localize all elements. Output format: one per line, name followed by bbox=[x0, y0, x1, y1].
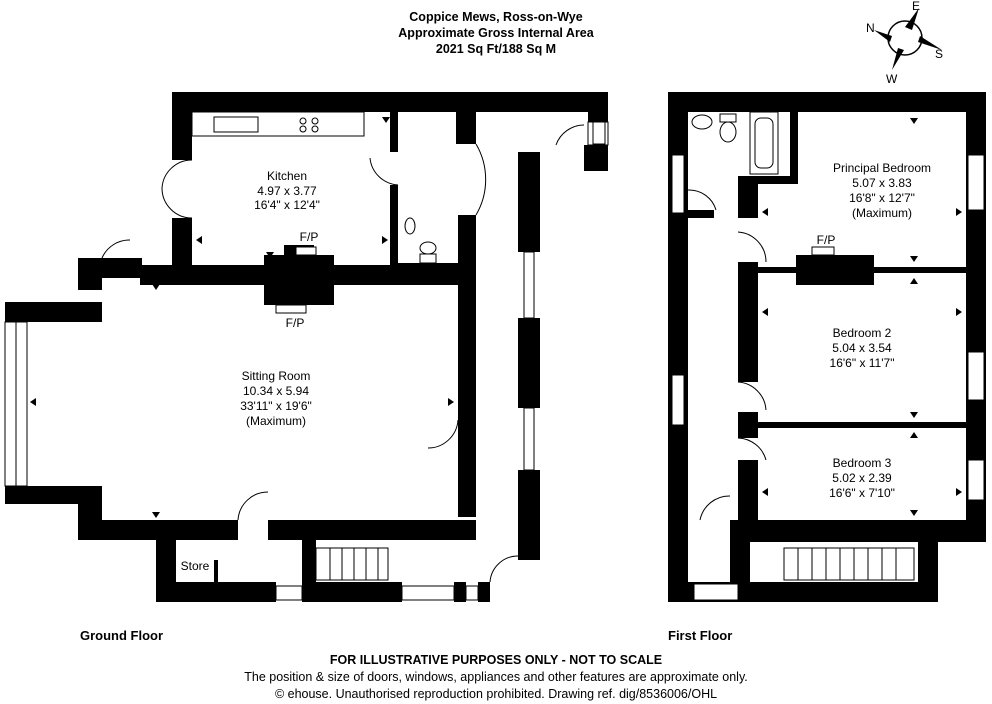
compass-e: E bbox=[912, 0, 920, 13]
fireplace-label-kitchen: F/P bbox=[300, 230, 319, 244]
principal-bedroom-metric: 5.07 x 3.83 bbox=[852, 176, 912, 190]
ground-floor-plan bbox=[5, 92, 608, 602]
title-area-caption: Approximate Gross Internal Area bbox=[398, 26, 594, 40]
store-label: Store bbox=[181, 559, 210, 573]
principal-bedroom-note: (Maximum) bbox=[852, 206, 912, 220]
bedroom-3-imperial: 16'6" x 7'10" bbox=[829, 486, 895, 500]
bedroom-3-name: Bedroom 3 bbox=[833, 456, 892, 470]
disclaimer-text: The position & size of doors, windows, a… bbox=[244, 670, 748, 684]
fireplace-label-first: F/P bbox=[817, 233, 836, 247]
sitting-room-imperial: 33'11" x 19'6" bbox=[240, 399, 312, 413]
sitting-room-name: Sitting Room bbox=[242, 369, 311, 383]
first-floor-labels: Principal Bedroom 5.07 x 3.83 16'8" x 12… bbox=[817, 161, 931, 500]
first-floor-windows bbox=[592, 121, 985, 601]
disclaimer-heading: FOR ILLUSTRATIVE PURPOSES ONLY - NOT TO … bbox=[329, 653, 663, 667]
bedroom-2-imperial: 16'6" x 11'7" bbox=[830, 356, 895, 370]
compass-n: N bbox=[866, 21, 875, 35]
compass-w: W bbox=[886, 72, 898, 86]
bedroom-3-metric: 5.02 x 2.39 bbox=[832, 471, 892, 485]
title-area-value: 2021 Sq Ft/188 Sq M bbox=[435, 42, 557, 56]
copyright-text: © ehouse. Unauthorised reproduction proh… bbox=[274, 687, 718, 701]
first-floor-label: First Floor bbox=[668, 628, 733, 643]
bedroom-2-metric: 5.04 x 3.54 bbox=[832, 341, 892, 355]
bedroom-2-name: Bedroom 2 bbox=[833, 326, 892, 340]
fireplace-label-sitting: F/P bbox=[286, 316, 305, 330]
sitting-room-note: (Maximum) bbox=[246, 414, 306, 428]
ground-floor-fittings bbox=[101, 111, 585, 583]
kitchen-metric: 4.97 x 3.77 bbox=[257, 184, 317, 198]
first-floor-plan bbox=[668, 92, 986, 602]
title-address: Coppice Mews, Ross-on-Wye bbox=[409, 10, 583, 24]
kitchen-imperial: 16'4" x 12'4" bbox=[254, 198, 320, 212]
principal-bedroom-name: Principal Bedroom bbox=[833, 161, 931, 175]
ground-floor-labels: Kitchen 4.97 x 3.77 16'4" x 12'4" F/P F/… bbox=[181, 169, 320, 573]
first-floor-fittings bbox=[687, 111, 915, 581]
kitchen-name: Kitchen bbox=[267, 169, 307, 183]
ground-floor-label: Ground Floor bbox=[80, 628, 164, 643]
dimension-markers bbox=[30, 117, 962, 518]
principal-bedroom-imperial: 16'8" x 12'7" bbox=[849, 191, 915, 205]
sitting-room-metric: 10.34 x 5.94 bbox=[243, 384, 309, 398]
compass-icon: E N S W bbox=[866, 0, 943, 86]
compass-s: S bbox=[935, 47, 943, 61]
